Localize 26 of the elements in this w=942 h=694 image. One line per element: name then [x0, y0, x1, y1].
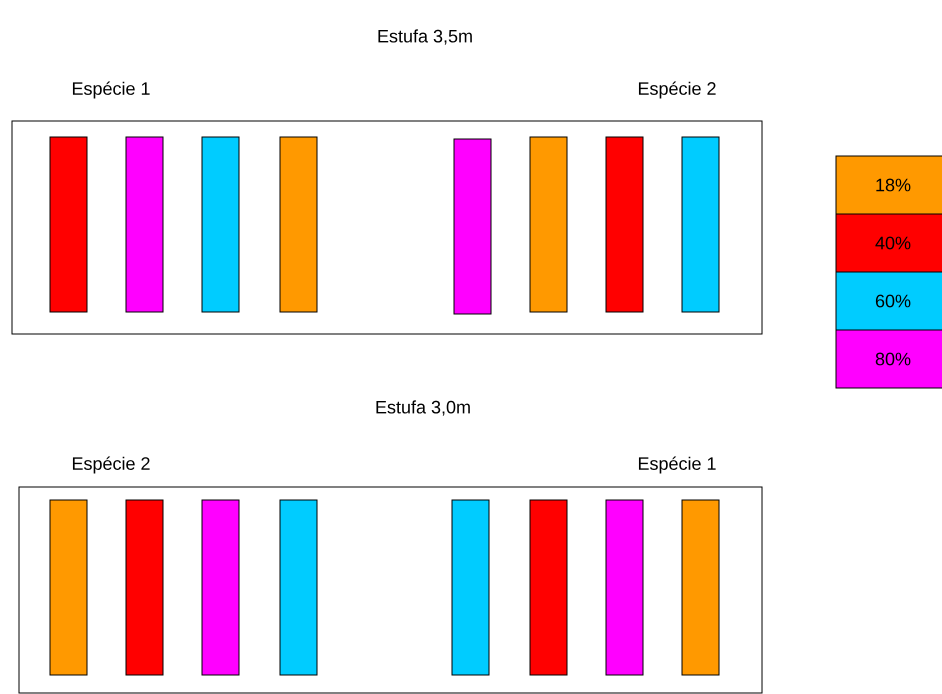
legend-item: 80% [836, 330, 942, 388]
bar [606, 136, 644, 312]
legend-item: 40% [836, 214, 942, 272]
bar [202, 500, 240, 676]
bar [682, 500, 720, 676]
bar [682, 136, 720, 312]
bar [530, 500, 568, 676]
bar [50, 136, 88, 312]
bar [452, 500, 490, 676]
bar [126, 500, 164, 676]
legend-item: 60% [836, 272, 942, 330]
bar [126, 136, 164, 312]
greenhouse-title: Estufa 3,0m [376, 400, 470, 416]
bar [202, 136, 240, 312]
species-label: Espécie 2 [638, 82, 716, 98]
greenhouse-title: Estufa 3,5m [378, 29, 472, 45]
bar [454, 138, 492, 314]
bar [530, 136, 568, 312]
species-label: Espécie 1 [638, 456, 716, 474]
bar [50, 500, 88, 676]
bar [606, 500, 644, 676]
bar [280, 500, 318, 676]
bar [280, 136, 318, 312]
species-label: Espécie 1 [72, 82, 150, 98]
legend-item: 18% [836, 156, 942, 214]
species-label: Espécie 2 [72, 456, 150, 474]
